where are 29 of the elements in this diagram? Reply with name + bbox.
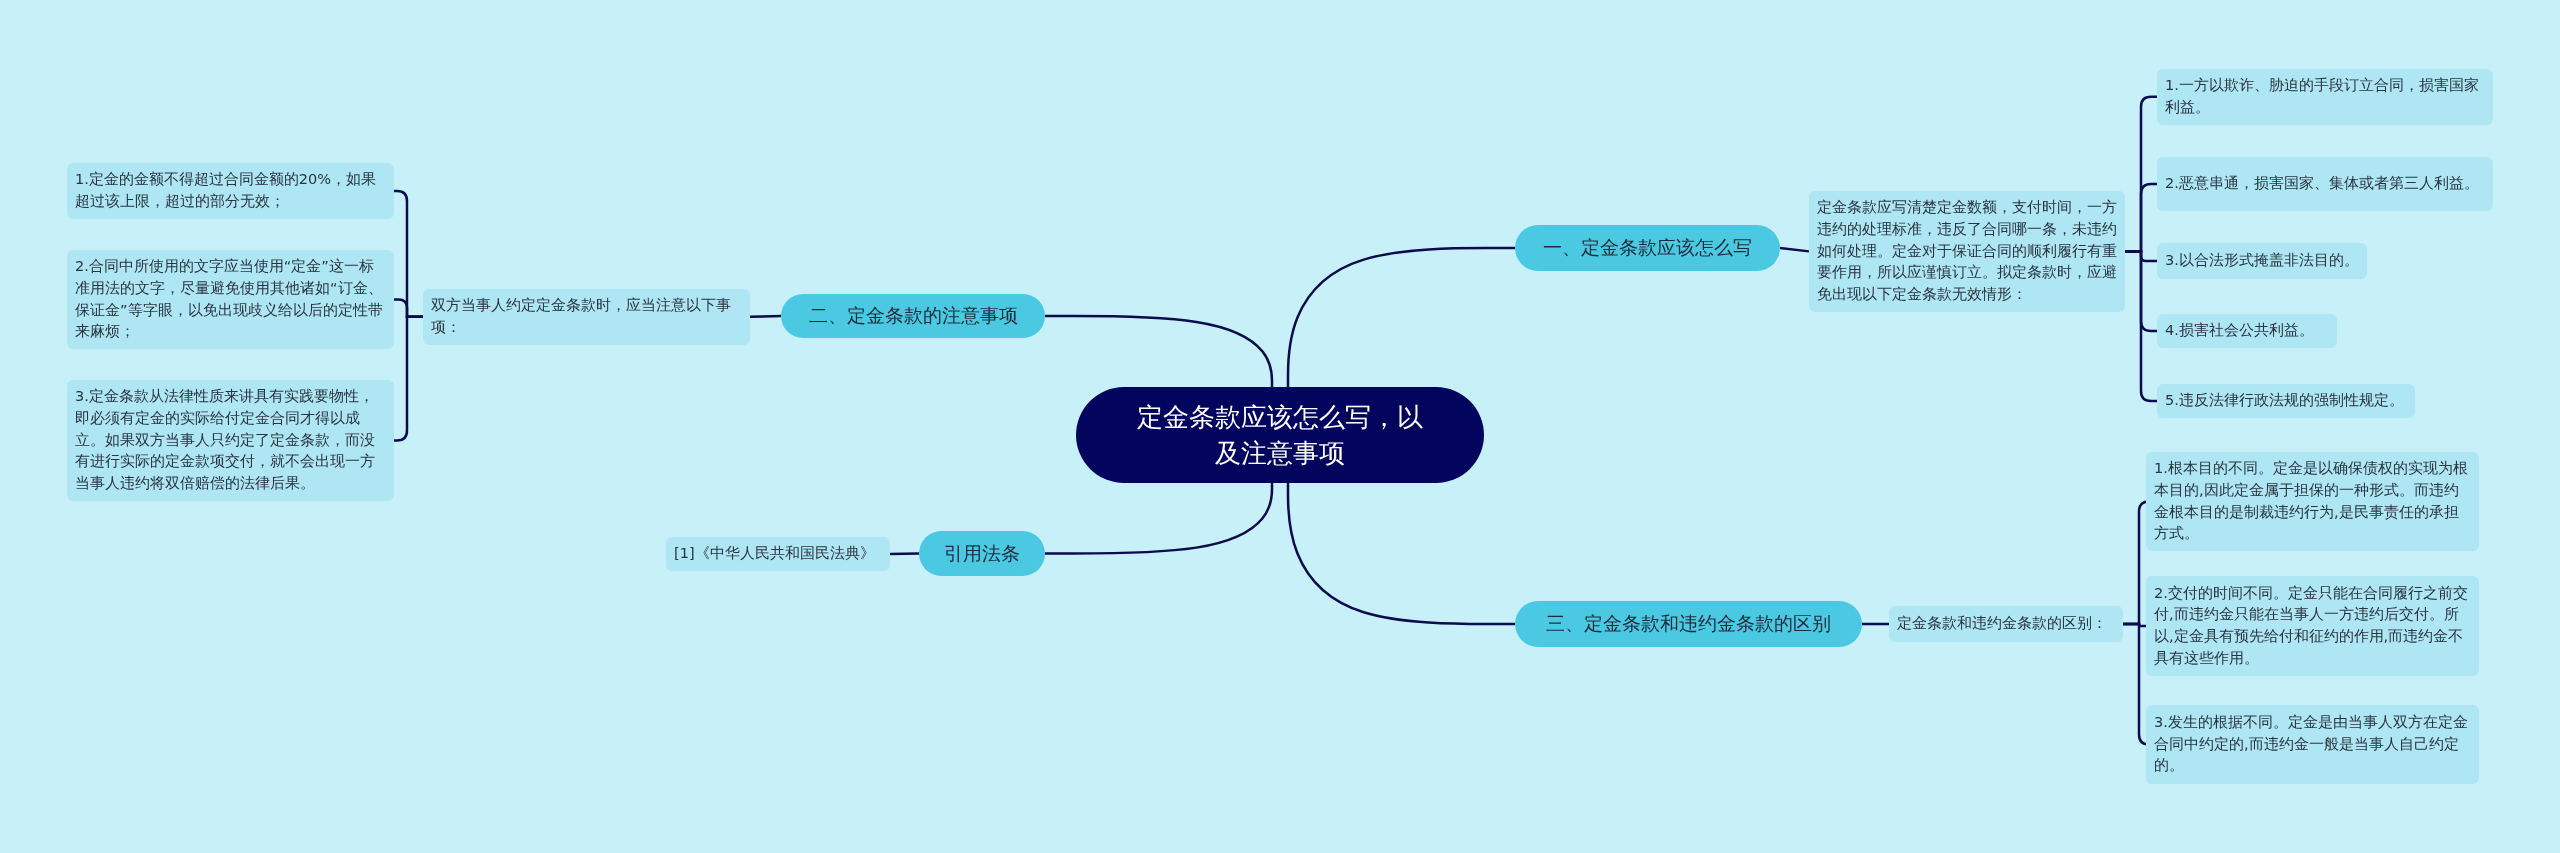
branch-topic: 引用法条 bbox=[919, 531, 1045, 576]
subtopic-card: 定金条款和违约金条款的区别： bbox=[1889, 606, 2123, 642]
connector-line bbox=[1045, 314, 1274, 387]
connector-line bbox=[749, 314, 782, 318]
central-topic: 定金条款应该怎么写，以及注意事项 bbox=[1076, 387, 1484, 483]
subtopic-card: 1.定金的金额不得超过合同金额的20%，如果超过该上限，超过的部分无效； bbox=[67, 163, 394, 219]
subtopic-card: [1]《中华人民共和国民法典》 bbox=[666, 537, 890, 571]
connector-line bbox=[1862, 622, 1889, 626]
connector-line bbox=[1779, 246, 1810, 253]
connector-line bbox=[1286, 246, 1515, 387]
subtopic-card: 3.以合法形式掩盖非法目的。 bbox=[2157, 243, 2367, 279]
branch-topic: 三、定金条款和违约金条款的区别 bbox=[1515, 601, 1862, 647]
subtopic-card: 1.一方以欺诈、胁迫的手段订立合同，损害国家利益。 bbox=[2157, 69, 2493, 125]
branch-topic: 一、定金条款应该怎么写 bbox=[1515, 225, 1780, 271]
connector-line bbox=[1286, 483, 1515, 626]
subtopic-card: 3.定金条款从法律性质来讲具有实践要物性，即必须有定金的实际给付定金合同才得以成立。如果双方当事人只约定了定金条款，而没有进行实际的定金款项交付，就不会出现一方当事人违约将双倍赔偿的法律后果。 bbox=[67, 380, 394, 501]
branch-topic: 二、定金条款的注意事项 bbox=[781, 294, 1045, 338]
subtopic-card: 2.交付的时间不同。定金只能在合同履行之前交付,而违约金只能在当事人一方违约后交付。所以,定金具有预先给付和征约的作用,而违约金不具有这些作用。 bbox=[2146, 576, 2479, 676]
subtopic-card: 3.发生的根据不同。定金是由当事人双方在定金合同中约定的,而违约金一般是当事人自己约定的。 bbox=[2146, 705, 2479, 784]
subtopic-card: 2.恶意串通，损害国家、集体或者第三人利益。 bbox=[2157, 157, 2493, 211]
subtopic-card: 定金条款应写清楚定金数额，支付时间，一方违约的处理标准，违反了合同哪一条，未违约如何处理。定金对于保证合同的顺利履行有重要作用，所以应谨慎订立。拟定条款时，应避免出现以下定金条款无效情形： bbox=[1809, 191, 2125, 312]
connector-line bbox=[2125, 250, 2157, 403]
connector-line bbox=[889, 552, 920, 556]
subtopic-card: 1.根本目的不同。定金是以确保债权的实现为根本目的,因此定金属于担保的一种形式。而违约金根本目的是制裁违约行为,是民事责任的承担方式。 bbox=[2146, 452, 2479, 551]
subtopic-card: 2.合同中所使用的文字应当使用“定金”这一标准用法的文字，尽量避免使用其他诸如“订金、保证金”等字眼，以免出现歧义给以后的定性带来麻烦； bbox=[67, 250, 394, 349]
connector-line bbox=[1045, 483, 1274, 555]
subtopic-card: 4.损害社会公共利益。 bbox=[2157, 314, 2337, 348]
subtopic-card: 双方当事人约定定金条款时，应当注意以下事项： bbox=[423, 289, 750, 345]
subtopic-card: 5.违反法律行政法规的强制性规定。 bbox=[2157, 384, 2415, 418]
